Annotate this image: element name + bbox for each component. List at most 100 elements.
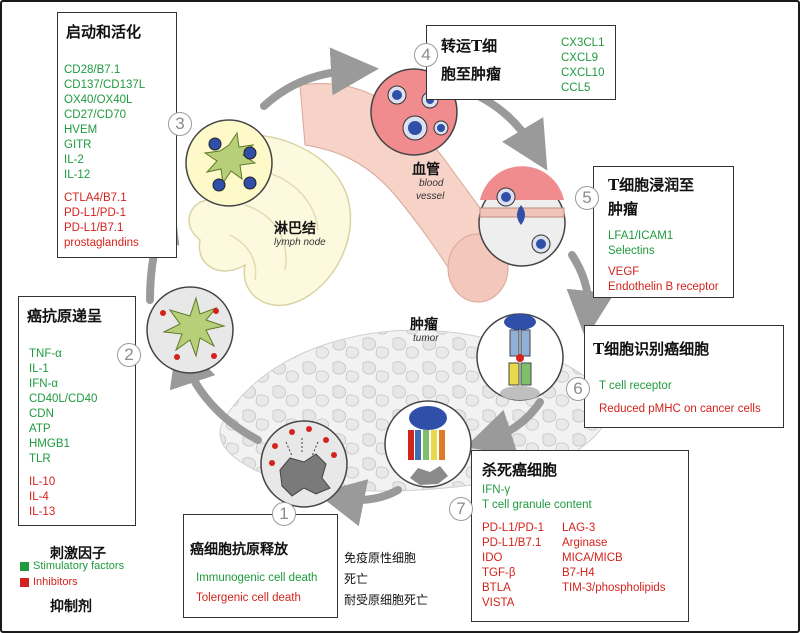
list-item: OX40/OX40L — [64, 94, 133, 106]
list-item: IL-12 — [64, 169, 91, 181]
list-item: IFN-α — [29, 378, 59, 390]
step6-recognition-circle — [476, 313, 564, 401]
list-item: IL-1 — [29, 363, 49, 375]
step6-number: 6 — [566, 377, 590, 401]
step4-box: 转运T细 胞至肿瘤 CX3CL1 CXCL9 CXCL10 CCL5 — [426, 25, 616, 100]
step1-box: 癌细胞抗原释放 Immunogenic cell death Tolergeni… — [183, 514, 338, 618]
tumor-label-en: tumor — [413, 333, 439, 344]
legend-inhibitor-zh: 抑制剂 — [50, 599, 92, 615]
step3-inhibitor-list: CTLA4/B7.1 PD-L1/PD-1 PD-L1/B7.1 prostag… — [64, 191, 139, 251]
list-item: HVEM — [64, 124, 98, 136]
list-item: Reduced pMHC on cancer cells — [599, 403, 761, 415]
list-item: IL-13 — [29, 506, 56, 518]
list-item: Arginase — [562, 537, 608, 549]
list-item: IL-2 — [64, 154, 84, 166]
step3-stimulatory-list: CD28/B7.1 CD137/CD137L OX40/OX40L CD27/C… — [64, 63, 145, 183]
list-item: prostaglandins — [64, 237, 139, 249]
list-item: IFN-γ — [482, 484, 511, 496]
step2-inhibitor-list: IL-10 IL-4 IL-13 — [29, 475, 55, 520]
step3-number: 3 — [168, 112, 192, 136]
step7-inhibitor-list-2: LAG-3 Arginase MICA/MICB B7-H4 TIM-3/pho… — [562, 521, 666, 596]
tumor-label-zh: 肿瘤 — [410, 317, 438, 333]
list-item: CTLA4/B7.1 — [64, 192, 127, 204]
step5-stimulatory-list: LFA1/ICAM1 Selectins — [608, 229, 673, 259]
list-item: TIM-3/phospholipids — [562, 582, 666, 594]
list-item: VISTA — [482, 597, 515, 609]
list-item: IL-4 — [29, 491, 49, 503]
list-item: CD40L/CD40 — [29, 393, 98, 405]
step2-box: 癌抗原递呈 TNF-α IL-1 IFN-α CD40L/CD40 CDN AT… — [18, 296, 136, 526]
step5-inhibitor-list: VEGF Endothelin B receptor — [608, 265, 719, 295]
list-item: CX3CL1 — [561, 37, 605, 49]
list-item: TLR — [29, 453, 51, 465]
list-item: Endothelin B receptor — [608, 281, 719, 293]
step1-release-circle — [260, 420, 348, 508]
vessel-label-en-2: vessel — [416, 191, 445, 202]
list-item: CDN — [29, 408, 54, 420]
list-item: CCL5 — [561, 82, 591, 94]
list-item: IDO — [482, 552, 503, 564]
list-item: MICA/MICB — [562, 552, 623, 564]
list-item: LAG-3 — [562, 522, 596, 534]
step7-inhibitor-list-1: PD-L1/PD-1 PD-L1/B7.1 IDO TGF-β BTLA VIS… — [482, 521, 544, 611]
list-item: CXCL9 — [561, 52, 599, 64]
list-item: PD-L1/PD-1 — [482, 522, 544, 534]
step1-stimulatory-list: Immunogenic cell death — [196, 571, 317, 586]
list-item: GITR — [64, 139, 92, 151]
list-item: PD-L1/PD-1 — [64, 207, 126, 219]
step4-title: 转运T细 胞至肿瘤 — [441, 37, 502, 83]
list-item: TGF-β — [482, 567, 516, 579]
list-item: TNF-α — [29, 348, 62, 360]
step4-number: 4 — [414, 43, 438, 67]
step5-number: 5 — [575, 186, 599, 210]
list-item: PD-L1/B7.1 — [64, 222, 124, 234]
step5-title: T细胞浸润至 肿瘤 — [608, 176, 695, 218]
list-item: Selectins — [608, 245, 655, 257]
step6-box: T细胞识别癌细胞 T cell receptor Reduced pMHC on… — [584, 325, 784, 428]
list-item: T cell receptor — [599, 380, 672, 392]
list-item: T cell granule content — [482, 499, 592, 511]
step1-number: 1 — [272, 502, 296, 526]
step5-infiltration-circle — [478, 166, 566, 267]
step6-title: T细胞识别癌细胞 — [593, 340, 710, 358]
legend-inhibitor-label: Inhibitors — [33, 576, 78, 588]
list-item: CD27/CD70 — [64, 109, 126, 121]
step5-box: T细胞浸润至 肿瘤 LFA1/ICAM1 Selectins VEGF Endo… — [593, 166, 734, 298]
list-item: ATP — [29, 423, 51, 435]
step7-box: 杀死癌细胞 IFN-γ T cell granule content PD-L1… — [471, 450, 689, 622]
step2-title: 癌抗原递呈 — [27, 307, 103, 325]
legend-stimulatory-zh: 刺激因子 — [50, 546, 106, 562]
step2-stimulatory-list: TNF-α IL-1 IFN-α CD40L/CD40 CDN ATP HMGB… — [29, 347, 97, 467]
list-item: Tolergenic cell death — [196, 592, 301, 604]
list-item: VEGF — [608, 266, 640, 278]
vessel-label-en-1: blood — [419, 178, 444, 189]
lymph-node-label-zh: 淋巴结 — [274, 221, 316, 237]
legend-stimulatory-swatch — [20, 562, 29, 571]
list-item: LFA1/ICAM1 — [608, 230, 674, 242]
step2-dendritic-circle — [146, 286, 234, 374]
step1-notes: 免疫原性细胞 死亡 耐受原细胞死亡 — [344, 551, 429, 607]
legend-stimulatory-label: Stimulatory factors — [33, 560, 125, 572]
lymph-node-label-en: lymph node — [274, 237, 326, 248]
step7-number: 7 — [449, 497, 473, 521]
step1-inhibitor-list: Tolergenic cell death — [196, 591, 301, 606]
list-item: BTLA — [482, 582, 511, 594]
step7-stimulatory-list: IFN-γ T cell granule content — [482, 483, 592, 513]
step3-lymph-circle — [185, 119, 273, 207]
list-item: PD-L1/B7.1 — [482, 537, 542, 549]
step6-stimulatory-list: T cell receptor — [599, 379, 672, 394]
list-item: Immunogenic cell death — [196, 572, 318, 584]
step3-title: 启动和活化 — [66, 23, 142, 41]
step7-killing-circle — [384, 400, 472, 488]
list-item: HMGB1 — [29, 438, 70, 450]
step7-title: 杀死癌细胞 — [482, 461, 558, 479]
list-item: B7-H4 — [562, 567, 595, 579]
list-item: CD137/CD137L — [64, 79, 146, 91]
step6-inhibitor-list: Reduced pMHC on cancer cells — [599, 402, 761, 417]
legend-inhibitor-swatch — [20, 578, 29, 587]
list-item: CD28/B7.1 — [64, 64, 121, 76]
step4-stimulatory-list: CX3CL1 CXCL9 CXCL10 CCL5 — [561, 36, 604, 96]
list-item: CXCL10 — [561, 67, 605, 79]
step2-number: 2 — [117, 343, 141, 367]
